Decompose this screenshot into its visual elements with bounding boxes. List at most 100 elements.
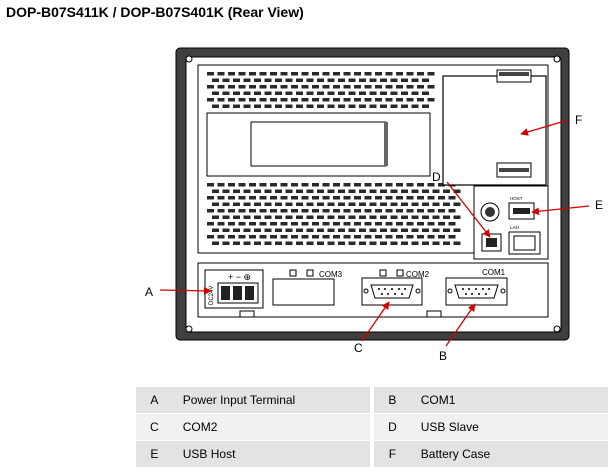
vent-slot [422, 189, 429, 193]
vent-slot [222, 202, 230, 206]
vent-slot [296, 78, 303, 82]
vent-slot [427, 85, 435, 89]
vent-slot [438, 222, 445, 226]
vent-slot [369, 228, 377, 232]
vent-slot [359, 228, 366, 232]
vent-slot [401, 241, 408, 245]
vent-slot [217, 98, 225, 102]
vent-slot [270, 183, 277, 187]
vent-slot [312, 196, 319, 200]
vent-slot [233, 202, 240, 206]
vent-slot [296, 104, 303, 108]
vent-slot [411, 241, 419, 245]
vent-slot [354, 235, 361, 239]
vent-slot [275, 78, 282, 82]
vent-slot [280, 235, 288, 239]
vent-slot [406, 222, 414, 226]
callout-label-a: A [145, 285, 153, 299]
vent-slot [217, 85, 225, 89]
vent-slot [343, 85, 351, 89]
vent-slot [422, 215, 429, 219]
vent-slot [375, 72, 382, 76]
vent-slot [333, 85, 340, 89]
vent-slot [238, 85, 246, 89]
vent-slot [443, 202, 450, 206]
vent-slot [228, 72, 235, 76]
vent-slot [291, 196, 298, 200]
vent-slot [249, 235, 256, 239]
ventilation-slots [207, 72, 461, 245]
vent-slot [406, 72, 414, 76]
vent-slot [432, 228, 440, 232]
vent-slot [301, 98, 309, 102]
vent-slot [333, 72, 340, 76]
vent-slot [317, 78, 324, 82]
vent-slot [359, 241, 366, 245]
vent-slot [401, 215, 408, 219]
vent-slot [322, 235, 330, 239]
legend-key: D [374, 413, 411, 441]
callout-label-b: B [439, 349, 447, 363]
vent-slot [285, 202, 293, 206]
vent-slot [348, 104, 356, 108]
vent-slot [406, 183, 414, 187]
vent-slot [348, 189, 356, 193]
legend-description: COM1 [410, 387, 608, 414]
vent-slot [343, 72, 351, 76]
vent-slot [280, 72, 288, 76]
vent-slot [306, 104, 314, 108]
vent-slot [222, 104, 230, 108]
vent-slot [417, 85, 424, 89]
legend-key: A [136, 387, 173, 414]
vent-slot [217, 183, 225, 187]
vent-slot [259, 196, 267, 200]
vent-slot [264, 228, 272, 232]
callout-arrow-d [446, 181, 491, 238]
component-legend-table: A Power Input Terminal B COM1 C COM2 D U… [136, 387, 608, 468]
vent-slot [385, 85, 393, 89]
vent-slot [306, 91, 314, 95]
vent-slot [364, 98, 372, 102]
vent-slot [417, 72, 424, 76]
vent-slot [228, 196, 235, 200]
vent-slot [312, 85, 319, 89]
vent-slot [406, 196, 414, 200]
vent-slot [264, 78, 272, 82]
vent-slot [228, 209, 235, 213]
vent-slot [249, 183, 256, 187]
com1-port: COM1 [445, 268, 508, 306]
rear-view-drawing: HOST LAN + − ⊕ DC24V COM3 COM2 [145, 47, 603, 363]
vent-slot [312, 72, 319, 76]
vent-slot [369, 241, 377, 245]
vent-slot [343, 196, 351, 200]
vent-slot [438, 196, 445, 200]
vent-slot [369, 78, 377, 82]
vent-slot [301, 85, 309, 89]
vent-slot [411, 189, 419, 193]
vent-slot [369, 189, 377, 193]
vent-slot [338, 104, 345, 108]
vent-slot [243, 215, 251, 219]
vent-slot [264, 215, 272, 219]
vent-slot [312, 98, 319, 102]
vent-slot [280, 98, 288, 102]
vent-slot [322, 98, 330, 102]
vent-slot [411, 215, 419, 219]
vent-slot [427, 222, 435, 226]
vent-slot [396, 85, 403, 89]
vent-slot [443, 228, 450, 232]
vent-slot [243, 189, 251, 193]
vent-slot [380, 104, 387, 108]
vent-slot [453, 215, 461, 219]
vent-slot [385, 98, 393, 102]
vent-slot [453, 202, 461, 206]
vent-slot [396, 72, 403, 76]
vent-slot [280, 209, 288, 213]
vent-slot [422, 78, 429, 82]
vent-slot [207, 98, 214, 102]
vent-slot [207, 85, 214, 89]
vent-slot [411, 78, 419, 82]
vent-slot [212, 189, 219, 193]
vent-slot [348, 91, 356, 95]
vent-slot [427, 209, 435, 213]
